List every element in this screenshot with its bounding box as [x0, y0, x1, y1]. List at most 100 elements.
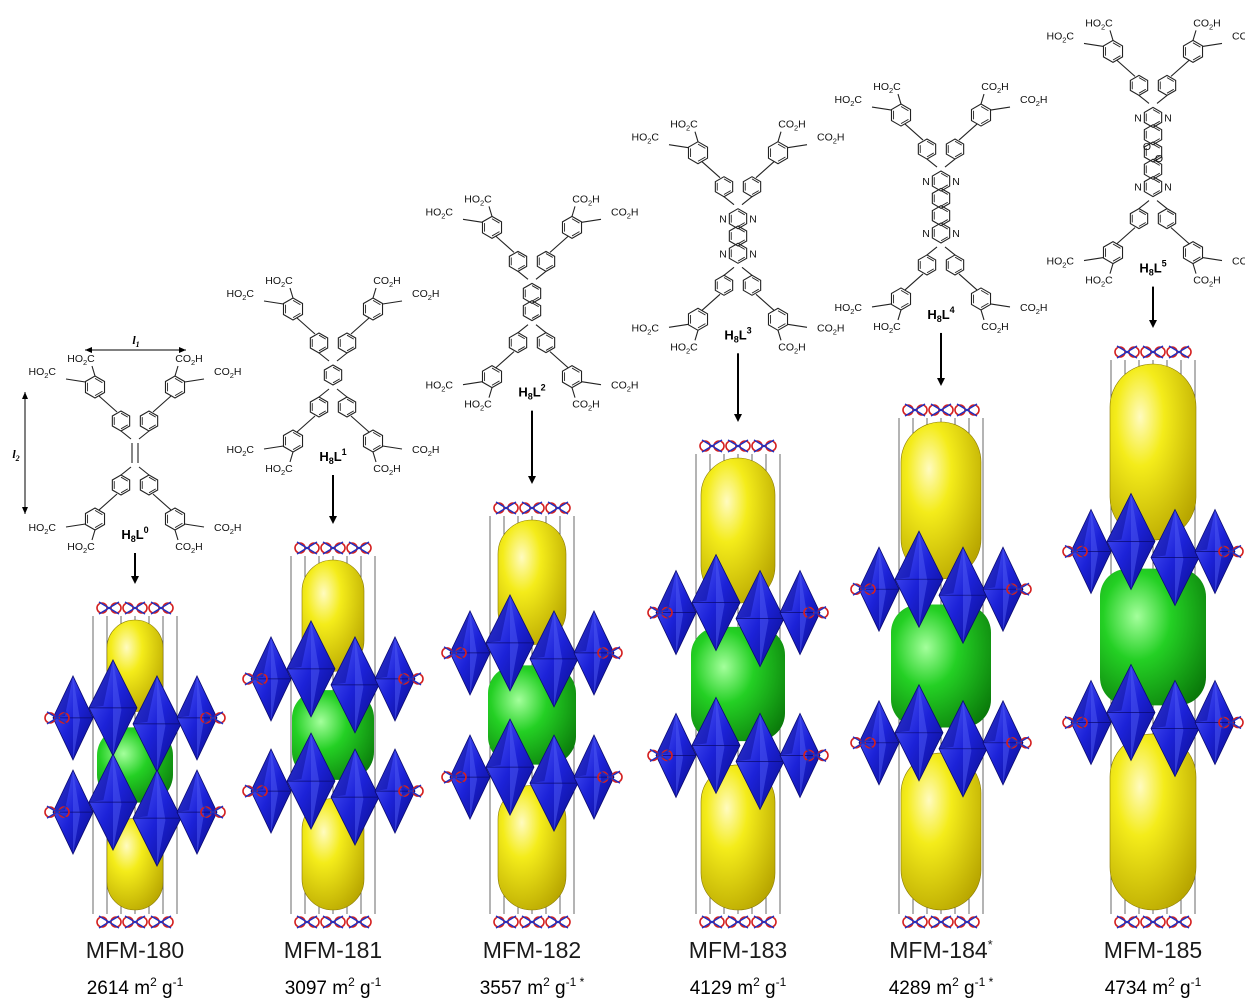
paddlewheel-node — [954, 403, 980, 417]
benzene-ring — [164, 375, 186, 399]
paddlewheel-node — [148, 915, 174, 929]
ligand-structures: HO2C HO2C CO2H CO2H HO2C HO2C CO2H CO2H HO2C HO2C… — [28, 17, 1245, 555]
benzene-ring — [561, 215, 583, 239]
paddlewheel-node — [1114, 345, 1140, 359]
mof-name-label: MFM-182 — [483, 937, 581, 963]
benzene-ring — [687, 307, 709, 331]
paddlewheel-node — [803, 605, 829, 620]
benzene-ring — [309, 396, 329, 418]
polyhedron — [938, 546, 988, 645]
functional-group-label: CO2H — [778, 119, 806, 133]
paddlewheel-node — [441, 646, 467, 660]
benzene-ring — [890, 103, 912, 127]
paddlewheel-node — [519, 915, 545, 929]
nitrogen-atom: N — [922, 228, 930, 240]
benzene-ring — [139, 474, 159, 496]
paddlewheel-node — [725, 915, 751, 929]
functional-group-label: HO2C — [464, 193, 492, 207]
polyhedron — [655, 712, 697, 799]
ligand-label: H8L5 — [1139, 259, 1166, 278]
benzene-ring — [508, 250, 528, 272]
paddlewheel-node — [44, 805, 70, 819]
functional-group-label: CO2H — [1232, 256, 1245, 270]
paddlewheel-node — [1166, 915, 1192, 929]
polyhedron — [1070, 679, 1112, 766]
polyhedron — [735, 712, 785, 811]
functional-group-label: HO2C — [67, 353, 95, 367]
polyhedron — [449, 734, 491, 821]
polyhedron — [1150, 679, 1200, 778]
dimension-l1: l1 — [132, 333, 139, 349]
labels: H8L0H8L1H8L2H8L3H8L4H8L5l1l2MFM-1802614 … — [12, 259, 1202, 999]
functional-group-label: HO2C — [670, 341, 698, 355]
mof-name-label: MFM-180 — [86, 937, 184, 963]
functional-group-label: CO2H — [778, 341, 806, 355]
paddlewheel-node — [122, 915, 148, 929]
functional-group-label: CO2H — [412, 444, 440, 458]
benzene-ring — [890, 287, 912, 311]
benzene-ring — [309, 332, 329, 354]
functional-group-label: CO2H — [214, 522, 242, 536]
polyhedron — [529, 734, 579, 832]
paddlewheel-node — [493, 915, 519, 929]
benzene-ring — [481, 365, 503, 389]
paddlewheel-node — [751, 915, 777, 929]
paddlewheel-node — [320, 915, 346, 929]
ligand-label: H8L4 — [927, 305, 954, 324]
functional-group-label: HO2C — [425, 206, 453, 220]
nitrogen-atom: N — [1164, 182, 1172, 194]
paddlewheel-node — [1006, 736, 1032, 750]
paddlewheel-node — [597, 770, 623, 784]
surface-area-label: 4129 m2 g-1 — [690, 975, 787, 999]
polyhedron — [691, 553, 741, 652]
paddlewheel-node — [96, 601, 122, 615]
functional-group-label: HO2C — [1085, 275, 1113, 289]
functional-group-label: CO2H — [611, 206, 639, 220]
polyhedron — [1070, 508, 1112, 595]
mof-name-label: MFM-184* — [889, 937, 992, 963]
benzene-ring — [111, 410, 131, 432]
functional-group-label: CO2H — [1193, 275, 1221, 289]
paddlewheel-node — [928, 915, 954, 929]
benzene-ring — [139, 410, 159, 432]
cage-MFM-183 — [647, 439, 829, 929]
polyhedron — [132, 675, 182, 773]
benzene-ring — [1102, 39, 1124, 64]
polyhedron — [858, 546, 900, 633]
polyhedron — [286, 620, 336, 718]
nitrogen-atom: N — [952, 176, 960, 188]
benzene-ring — [536, 250, 556, 272]
polyhedron — [691, 696, 741, 795]
paddlewheel-node — [200, 805, 226, 819]
ligand-label: H8L1 — [319, 447, 346, 466]
pore-green — [891, 604, 991, 728]
benzene-ring — [362, 297, 384, 321]
functional-group-label: CO2H — [1020, 94, 1048, 108]
functional-group-label: HO2C — [873, 321, 901, 335]
benzene-ring — [1182, 240, 1204, 265]
polyhedron — [286, 732, 336, 830]
mof-name-label: MFM-181 — [284, 937, 382, 963]
functional-group-label: CO2H — [981, 81, 1009, 95]
benzene-ring — [282, 297, 304, 321]
benzene-ring — [1182, 39, 1204, 64]
functional-group-label: HO2C — [464, 399, 492, 413]
functional-group-label: HO2C — [1046, 30, 1074, 44]
functional-group-label: CO2H — [611, 380, 639, 394]
benzene-ring — [362, 429, 384, 453]
paddlewheel-node — [902, 403, 928, 417]
functional-group-label: CO2H — [412, 288, 440, 302]
functional-group-label: HO2C — [631, 132, 659, 146]
polyhedron — [655, 569, 697, 656]
ligand-5: NNNNOOHO2CHO2CCO2HCO2HHO2CHO2CCO2HCO2H — [1046, 17, 1245, 288]
functional-group-label: HO2C — [265, 275, 293, 289]
paddlewheel-node — [803, 748, 829, 763]
functional-group-label: HO2C — [834, 302, 862, 316]
paddlewheel-node — [398, 784, 424, 798]
functional-group-label: HO2C — [28, 522, 56, 536]
polyhedron — [132, 769, 182, 867]
benzene-ring — [522, 300, 542, 322]
functional-group-label: CO2H — [981, 321, 1009, 335]
